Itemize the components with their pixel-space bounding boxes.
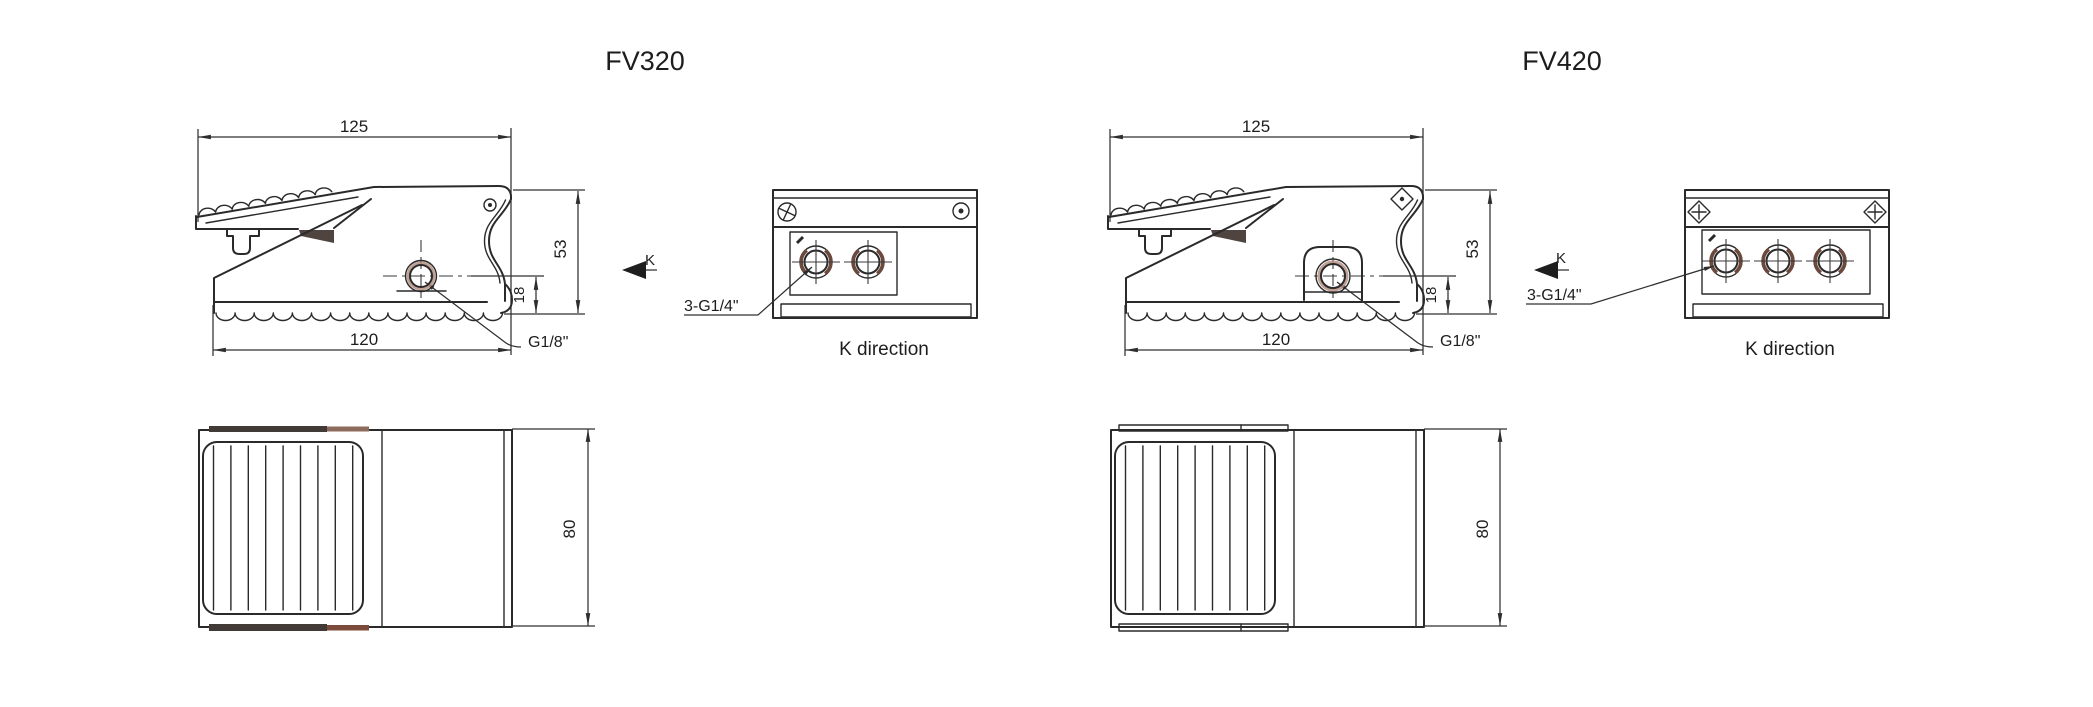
- fv420-top-view-tabs: [1118, 424, 1289, 632]
- fv420-dim-height: 53: [1463, 240, 1482, 259]
- fv420-k-view-detail: [1687, 200, 1887, 295]
- fv420-drawing: FV420: [1108, 46, 1890, 632]
- fv320-dim-port-height: 18: [511, 287, 528, 304]
- fv320-face-ports-label: 3-G1/4": [684, 298, 739, 315]
- fv420-top-view: [1111, 429, 1507, 627]
- fv320-side-port-label: G1/8": [528, 334, 568, 351]
- fv320-port-1: [790, 238, 842, 286]
- fv320-side-view: [196, 128, 657, 356]
- fv420-side-view: [1108, 128, 1569, 356]
- fv420-port-1: [1700, 237, 1752, 285]
- fv420-port-3: [1804, 237, 1856, 285]
- fv320-face-ports-leader: [684, 266, 813, 316]
- fv320-dim-width-top: 125: [340, 117, 368, 136]
- fv320-top-view-strips: [209, 426, 369, 631]
- fv420-port-2: [1752, 237, 1804, 285]
- fv320-k-view-caption: K direction: [839, 339, 929, 360]
- fv420-face-ports-leader: [1526, 265, 1715, 305]
- fv420-view-letter: K: [1556, 250, 1566, 267]
- fv320-dim-width-bottom: 120: [350, 330, 378, 349]
- fv320-k-view-detail: [777, 202, 970, 296]
- fv320-side-port: [396, 198, 497, 293]
- fv320-view-letter: K: [645, 252, 655, 269]
- fv420-k-view-caption: K direction: [1745, 339, 1835, 360]
- fv420-dim-width-bottom: 120: [1262, 330, 1290, 349]
- fv420-title: FV420: [1522, 46, 1602, 76]
- fv320-drawing: FV320: [196, 46, 978, 631]
- fv320-top-view: [199, 429, 595, 627]
- fv320-dim-height: 53: [551, 240, 570, 259]
- fv420-side-port: [1303, 187, 1414, 301]
- fv420-dim-port-height: 18: [1423, 287, 1440, 304]
- fv320-dim-depth: 80: [560, 520, 579, 539]
- fv320-port-2: [842, 238, 894, 286]
- fv420-face-ports-label: 3-G1/4": [1527, 287, 1582, 304]
- fv420-dim-width-top: 125: [1242, 117, 1270, 136]
- fv420-side-port-label: G1/8": [1440, 333, 1480, 350]
- fv320-title: FV320: [605, 46, 685, 76]
- fv420-dim-depth: 80: [1473, 520, 1492, 539]
